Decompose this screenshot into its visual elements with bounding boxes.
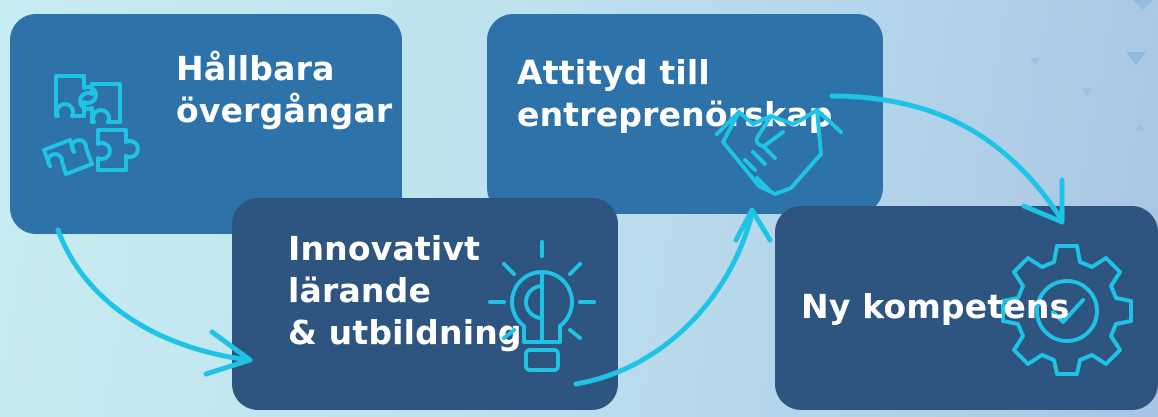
card-innovativt-larande: Innovativt lärande & utbildning bbox=[232, 198, 618, 410]
label-line: Ny kompetens bbox=[801, 287, 1070, 326]
card-title-attityd: Attityd till entreprenörskap bbox=[517, 52, 833, 136]
card-title-innovativt: Innovativt lärande & utbildning bbox=[288, 228, 522, 355]
label-line: Attityd till bbox=[517, 53, 710, 92]
label-line: lärande bbox=[288, 271, 432, 311]
card-title-hallbara: Hållbara övergångar bbox=[176, 48, 392, 132]
label-line: Hållbara bbox=[176, 49, 335, 88]
card-attityd-entreprenorskap: Attityd till entreprenörskap bbox=[487, 14, 883, 214]
label-line: övergångar bbox=[176, 91, 393, 131]
gear-check-icon bbox=[1001, 244, 1133, 376]
label-line: & utbildning bbox=[288, 313, 522, 353]
lightbulb-icon bbox=[488, 240, 596, 372]
label-line: Innovativt bbox=[288, 229, 481, 268]
card-ny-kompetens: Ny kompetens bbox=[775, 206, 1158, 410]
handshake-icon bbox=[715, 108, 843, 196]
card-title-kompetens: Ny kompetens bbox=[801, 286, 1069, 328]
puzzle-icon bbox=[42, 74, 140, 176]
label-line: entreprenörskap bbox=[517, 95, 833, 135]
card-hallbara-overgangar: Hållbara övergångar bbox=[10, 14, 402, 234]
